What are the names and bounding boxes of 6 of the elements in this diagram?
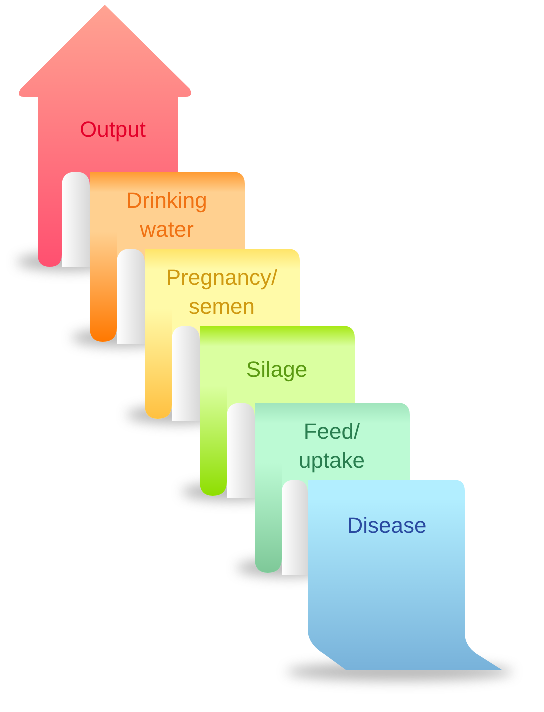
step-label: Disease: [346, 512, 428, 540]
step-label: Feed/ uptake: [298, 418, 366, 475]
step-label: Output: [78, 116, 148, 144]
step-label: Pregnancy/ semen: [165, 264, 279, 321]
step-label: Silage: [245, 356, 309, 384]
step-label: Drinking water: [126, 187, 208, 244]
